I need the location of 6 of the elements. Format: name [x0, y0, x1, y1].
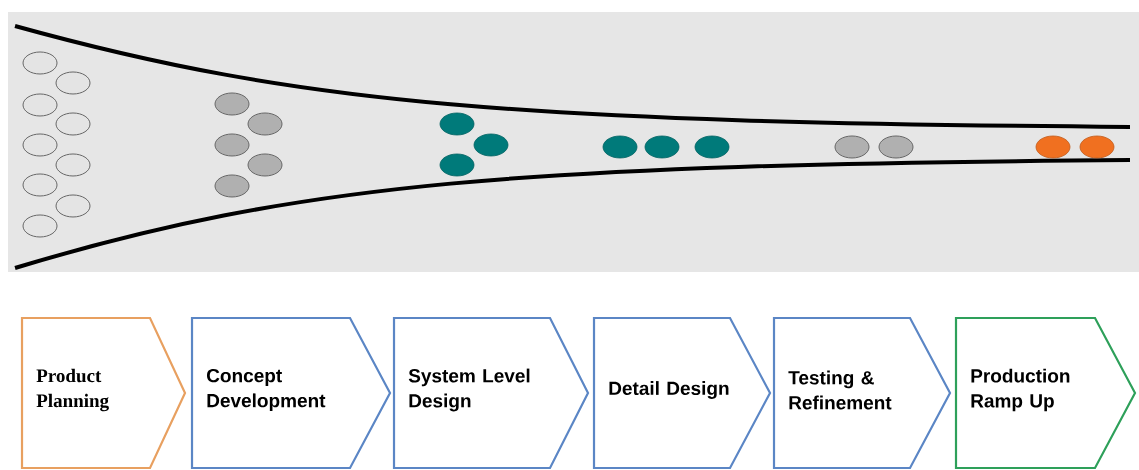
chevron-box: Product Planning	[20, 316, 187, 470]
chevron-box: Detail Design	[592, 316, 772, 470]
chevron-box: Concept Development	[190, 316, 392, 470]
chevron-box: Testing & Refinement	[772, 316, 952, 470]
chevron-box: Production Ramp Up	[954, 316, 1137, 470]
chevron-box: System Level Design	[392, 316, 590, 470]
